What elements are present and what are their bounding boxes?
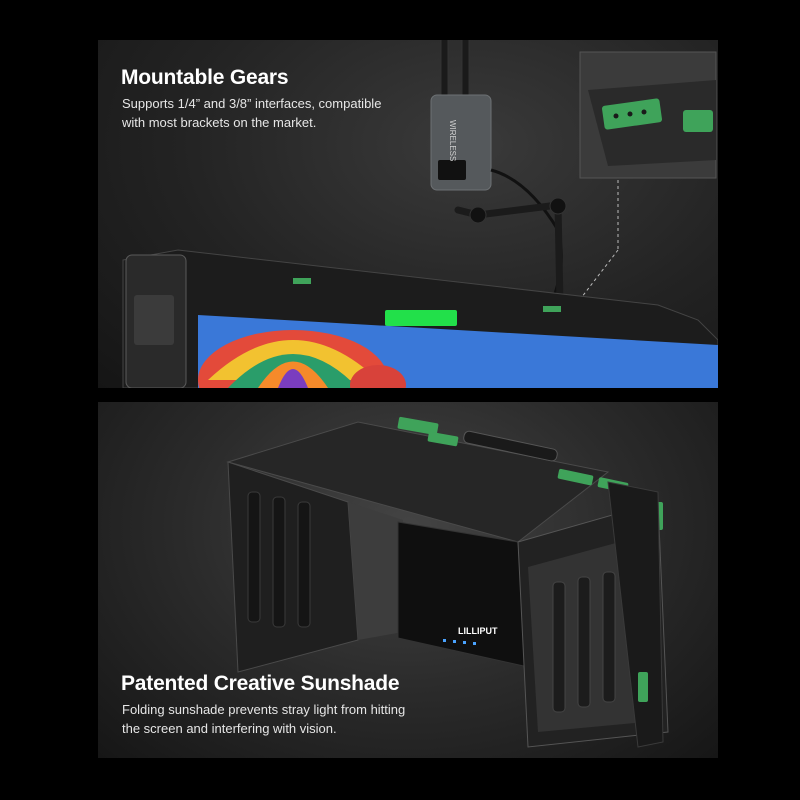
transmitter-display <box>438 160 466 180</box>
description-line: the screen and interfering with vision. <box>122 721 337 736</box>
sunshade-illustration: LILLIPUT <box>226 416 669 748</box>
monitor-screen <box>397 521 529 668</box>
carry-handle <box>463 430 558 462</box>
section-description-mountable-gears: Supports 1/4” and 3/8” interfaces, compa… <box>122 94 412 132</box>
hot-air-balloon-image <box>198 330 406 388</box>
sunshade-top-panel <box>226 421 610 543</box>
magic-arm <box>454 201 564 309</box>
description-line: with most brackets on the market. <box>122 115 317 130</box>
section-title-sunshade: Patented Creative Sunshade <box>121 672 400 695</box>
sunshade-panel: LILLIPUT Patented Creative Sunshade Fold… <box>98 402 718 758</box>
brand-label: LILLIPUT <box>458 626 498 636</box>
transmitter-label: WIRELESS <box>448 120 457 161</box>
mountable-gears-panel: WIRELESS <box>98 40 718 388</box>
description-line: Folding sunshade prevents stray light fr… <box>122 702 406 717</box>
antenna-right <box>461 40 470 101</box>
antenna-left <box>440 40 449 101</box>
section-description-sunshade: Folding sunshade prevents stray light fr… <box>122 700 442 738</box>
section-title-mountable-gears: Mountable Gears <box>121 66 289 89</box>
wireless-transmitter-illustration: WIRELESS <box>122 40 718 388</box>
description-line: Supports 1/4” and 3/8” interfaces, compa… <box>122 96 382 111</box>
tally-light <box>385 310 457 326</box>
